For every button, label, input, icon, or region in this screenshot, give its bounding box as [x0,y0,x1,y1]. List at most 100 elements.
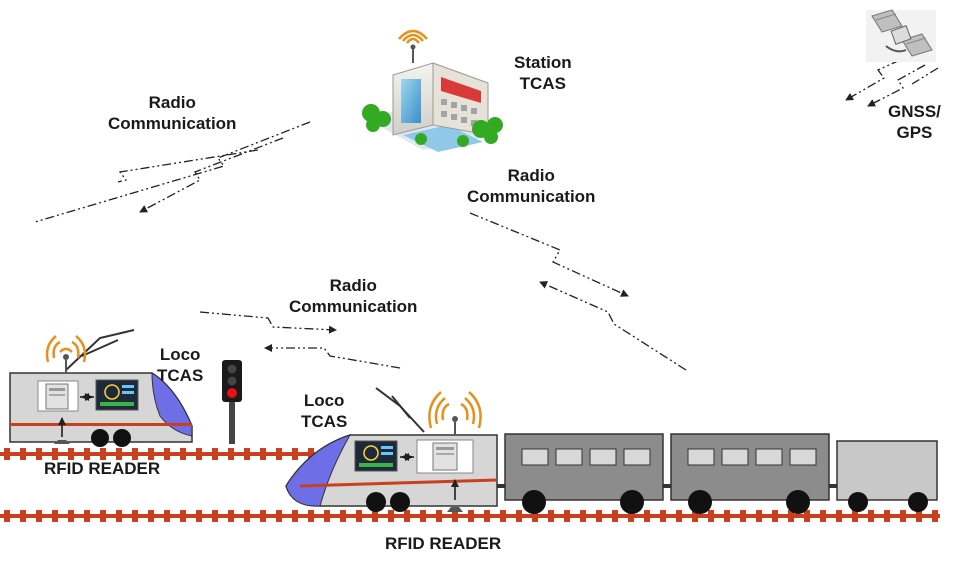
rail-tie [596,510,602,522]
rail-tie [116,448,122,460]
rail-tie [244,448,250,460]
satellite-icon [866,9,936,62]
rail-tie [468,510,474,522]
rail-tie [932,510,938,522]
rail-tie [148,510,154,522]
display-panel-icon [354,440,398,472]
rail-tie [68,510,74,522]
rail-tie [340,510,346,522]
rail-tie [276,510,282,522]
rail-tie [660,510,666,522]
rail-tie [116,510,122,522]
radio-communication-label-left: Radio Communication [108,93,237,133]
lower-track [0,510,940,522]
radio-link-middle [199,311,401,369]
gnss-gps-label: GNSS/ GPS [888,102,941,142]
rail-tie [356,510,362,522]
rail-tie [548,510,554,522]
coach-2 [663,433,830,514]
rail-tie [580,510,586,522]
rail-tie [244,510,250,522]
rail-tie [452,510,458,522]
radio-communication-label-middle: Radio Communication [289,276,418,316]
rail-tie [500,510,506,522]
rail-tie [164,510,170,522]
rail-tie [260,448,266,460]
rail-tie [100,510,106,522]
rail-tie [52,448,58,460]
rail-tie [836,510,842,522]
rail-tie [532,510,538,522]
rail-tie [404,510,410,522]
rail-tie [196,510,202,522]
rail-tie [68,448,74,460]
rail-tie [820,510,826,522]
rail-tie [84,510,90,522]
coach-1 [497,433,664,514]
rail-tie [804,510,810,522]
rail-tie [708,510,714,522]
rail-tie [772,510,778,522]
rail-tie [132,510,138,522]
antenna-icon [428,391,482,435]
rail-tie [36,510,42,522]
locomotive-right [285,387,498,512]
computer-tower-icon [416,439,474,474]
rail-tie [52,510,58,522]
rail-tie [724,510,730,522]
rail-tie [676,510,682,522]
display-panel-icon [95,379,139,411]
rail-tie [564,510,570,522]
rail-tie [324,510,330,522]
signal-light-icon [222,360,242,444]
rail-tie [212,510,218,522]
rail-tie [164,448,170,460]
rfid-reader-label-left: RFID READER [44,459,161,478]
rail-tie [4,448,10,460]
rail-tie [788,510,794,522]
rail-tie [84,448,90,460]
station-building-icon [362,29,503,152]
locomotive-left [9,329,193,447]
rail-tie [180,448,186,460]
rail-tie [372,510,378,522]
rail-tie [212,448,218,460]
rail-tie [612,510,618,522]
radio-link-left [34,121,311,223]
rail-tie [692,510,698,522]
rail-tie [900,510,906,522]
rail-tie [308,448,314,460]
rail-tie [276,448,282,460]
rail-tie [916,510,922,522]
rail-tie [228,448,234,460]
radio-communication-label-right: Radio Communication [467,166,596,206]
rail-tie [180,510,186,522]
station-tcas-label: Station TCAS [514,53,572,93]
rail-tie [148,448,154,460]
rail-tie [308,510,314,522]
coach-3 [829,440,938,512]
rail-tie [228,510,234,522]
rail-tie [516,510,522,522]
loco-tcas-label-left: Loco TCAS [157,345,204,385]
radio-link-right [469,212,687,371]
rail-tie [196,448,202,460]
rail-tie [100,448,106,460]
rail-tie [628,510,634,522]
rail-tie [756,510,762,522]
rfid-reader-label-right: RFID READER [385,534,502,553]
loco-tcas-label-right: Loco TCAS [301,391,348,431]
rail-tie [868,510,874,522]
rail-tie [852,510,858,522]
rail-tie [436,510,442,522]
rail-tie [884,510,890,522]
rail-tie [484,510,490,522]
rail-tie [420,510,426,522]
rail-tie [4,510,10,522]
rail-tie [292,448,298,460]
rail-tie [644,510,650,522]
rail-tie [20,510,26,522]
rail-tie [388,510,394,522]
rail-tie [36,448,42,460]
